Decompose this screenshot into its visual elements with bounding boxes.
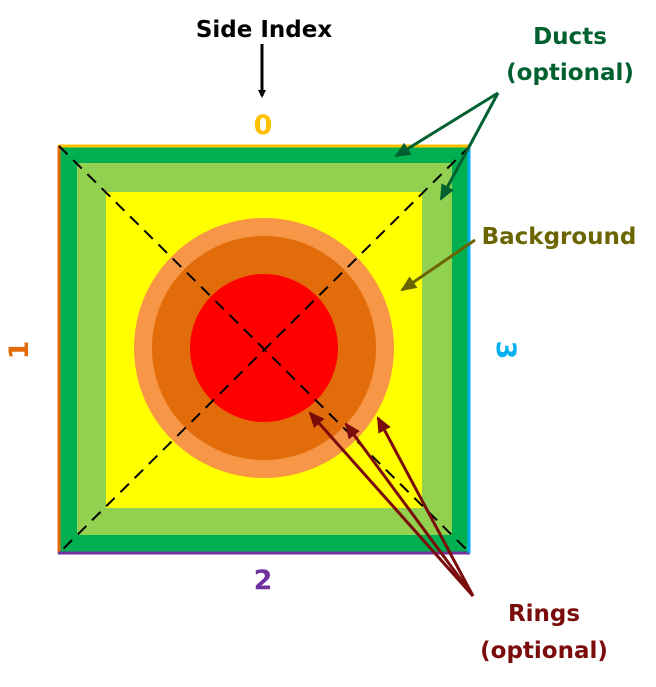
ducts-arrow-icon xyxy=(394,91,499,158)
background-arrow-icon xyxy=(400,238,476,292)
rings-arrow-icon xyxy=(308,411,475,597)
side-label-1: 1 xyxy=(4,341,35,360)
rings-callout-label: Rings xyxy=(508,601,580,627)
background-callout-label: Background xyxy=(482,224,637,250)
ducts-arrow-icon xyxy=(439,92,500,201)
rings-arrow-icon xyxy=(344,422,475,597)
rings-callout-label-optional: (optional) xyxy=(480,638,608,664)
side-label-2: 2 xyxy=(254,565,273,596)
side-index-title: Side Index xyxy=(196,17,333,43)
diagonal-dashed-line xyxy=(58,145,471,554)
side-label-3: 3 xyxy=(490,341,521,360)
ducts-callout-label-optional: (optional) xyxy=(506,60,634,86)
ducts-callout-label: Ducts xyxy=(533,24,607,50)
side-label-0: 0 xyxy=(254,110,273,141)
rings-arrow-icon xyxy=(376,416,475,597)
